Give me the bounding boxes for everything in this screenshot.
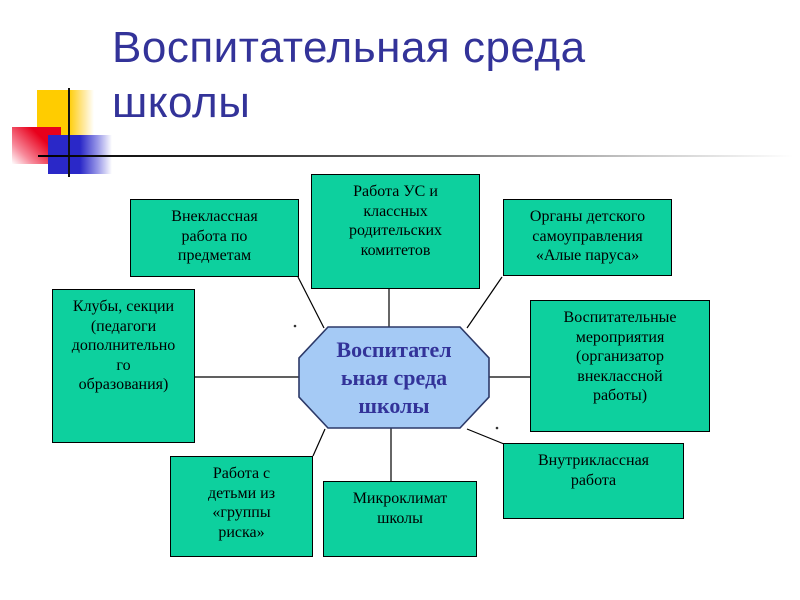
node-in-class-work: Внутриклассная работа [503,443,684,519]
decor-vertical-line [68,88,70,177]
node-children-self-government: Органы детского самоуправления «Алые пар… [503,199,672,276]
title-underline-rule [38,155,793,157]
slide-title: Воспитательная среда школы [112,23,586,127]
node-school-council-parents-committees: Работа УС и классных родительских комите… [311,174,480,289]
connector-bottom-left [312,428,326,457]
node-clubs-sections: Клубы, секции (педагоги дополнительно го… [52,289,195,443]
node-school-microclimate: Микроклимат школы [323,481,477,557]
stray-dot-left [293,324,297,328]
decor-blue-square [48,135,112,174]
node-extracurricular-subjects: Внеклассная работа по предметам [130,199,299,277]
center-node-label: Воспитател ьная среда школы [336,336,452,418]
connector-bottom-right [466,428,505,445]
node-educational-events-organizer: Воспитательные мероприятия (организатор … [530,300,710,432]
stray-dot-right [495,426,499,430]
node-risk-group-children: Работа с детьми из «группы риска» [170,456,313,557]
